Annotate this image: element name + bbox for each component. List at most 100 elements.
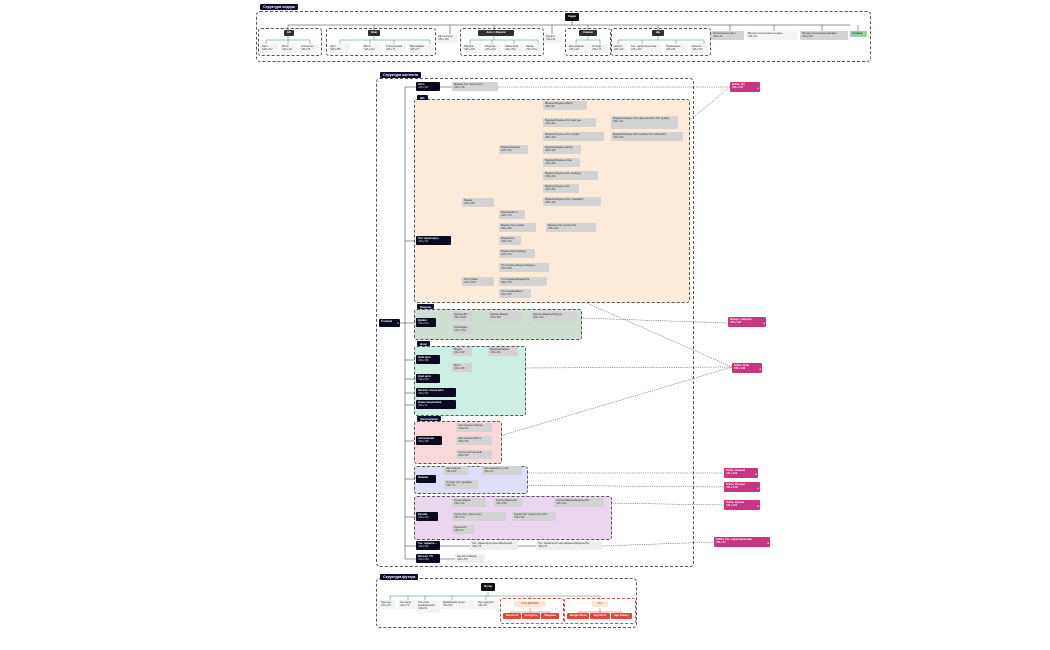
instagram-link[interactable]: Instagram (522, 613, 540, 619)
header-root-node[interactable]: Хедер (565, 13, 579, 21)
header-item-home[interactable]: Головна (850, 31, 867, 37)
news-node[interactable]: Новини (416, 475, 436, 483)
main-page-node[interactable]: Головна% (379, 319, 400, 327)
facebook-link[interactable]: Facebook (503, 613, 521, 619)
footer-root-node[interactable]: Футер (481, 583, 495, 591)
app-store-link[interactable]: App Store (590, 613, 610, 619)
google-store-link[interactable]: Google Store (567, 613, 589, 619)
app-gallery-link[interactable]: App Gallery (611, 613, 632, 619)
telegram-link[interactable]: Telegram (541, 613, 559, 619)
